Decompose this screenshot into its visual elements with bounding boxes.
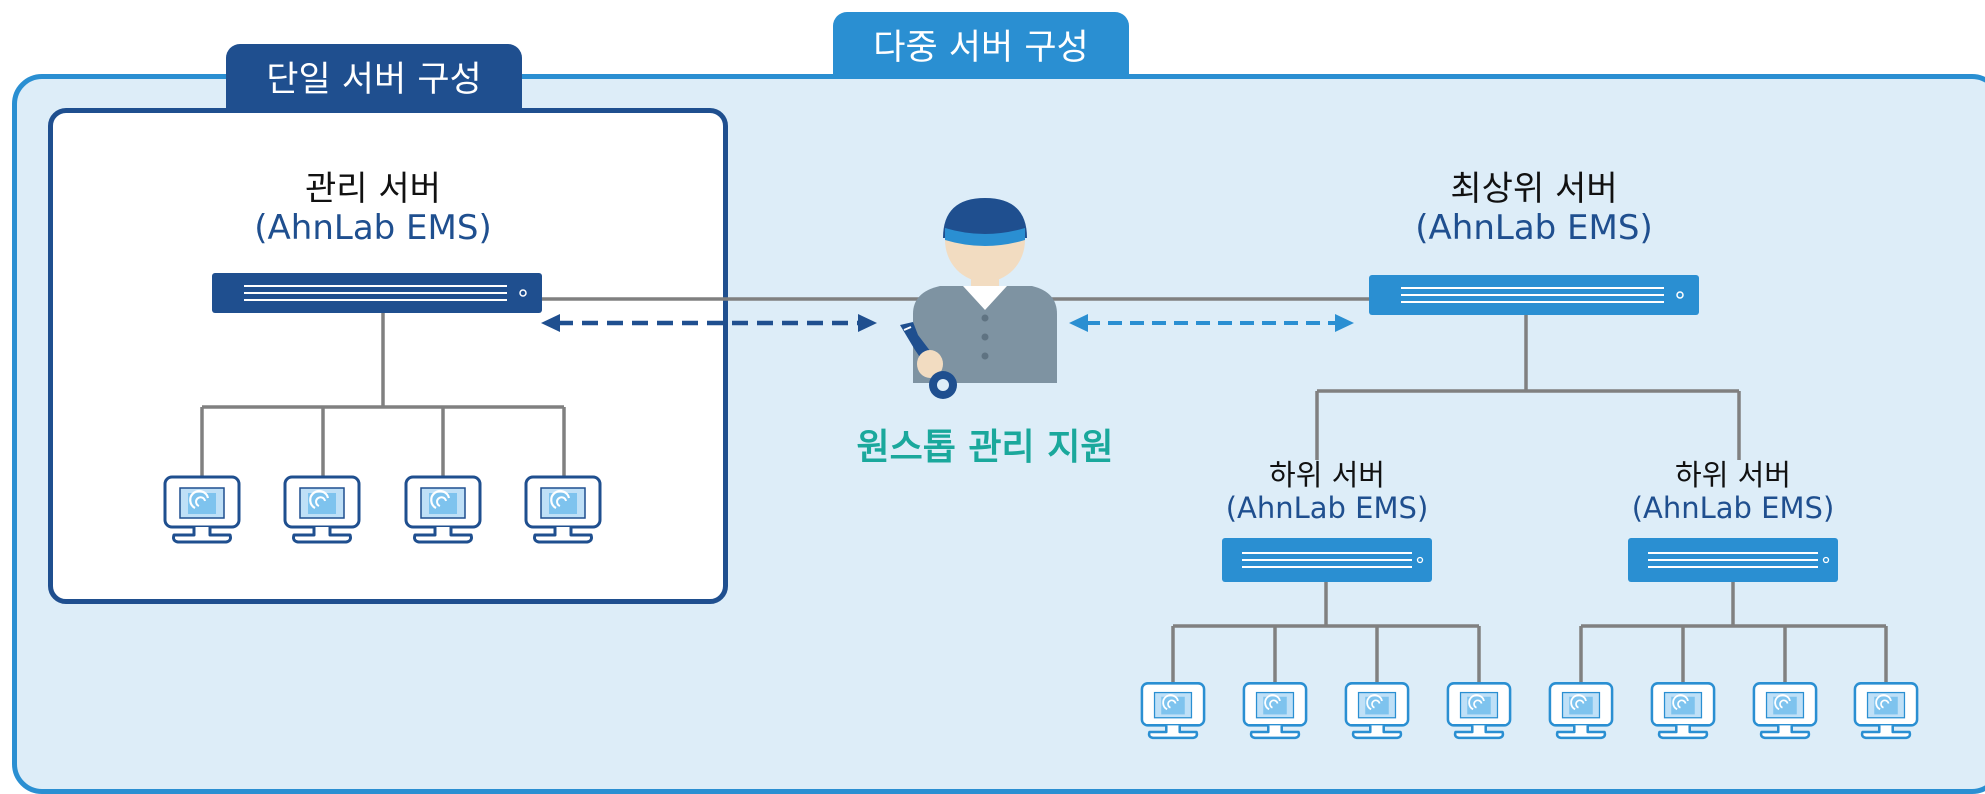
sub-server-left [1221, 537, 1433, 583]
client-monitor-icon [1752, 682, 1818, 740]
client-monitor-icon [1140, 682, 1206, 740]
client-monitor-icon [1650, 682, 1716, 740]
multi-server-tab: 다중 서버 구성 [833, 12, 1129, 76]
client-monitor-icon [163, 475, 241, 544]
technician-icon [900, 198, 1057, 399]
multi-tree-lines [1171, 313, 1888, 684]
sub-server-product: (AhnLab EMS) [1631, 491, 1835, 526]
sub-server-right [1627, 537, 1839, 583]
client-monitor-icon [1242, 682, 1308, 740]
management-server-label: 관리 서버 (AhnLab EMS) [208, 169, 538, 249]
sub-server-product: (AhnLab EMS) [1225, 491, 1429, 526]
client-monitor-icon [283, 475, 361, 544]
single-tree-lines [200, 311, 566, 478]
arrow-right-dashed [1069, 314, 1354, 332]
sub-server-title: 하위 서버 [1675, 458, 1791, 492]
sub-server-right-label: 하위 서버 (AhnLab EMS) [1578, 458, 1888, 526]
client-monitor-icon [1446, 682, 1512, 740]
top-server-label: 최상위 서버 (AhnLab EMS) [1369, 169, 1699, 249]
sub-left-clients [1140, 682, 1512, 740]
client-monitor-icon [1853, 682, 1919, 740]
single-server-panel [48, 108, 728, 604]
management-server-product: (AhnLab EMS) [254, 208, 492, 249]
management-server-title: 관리 서버 [305, 169, 441, 209]
sub-server-title: 하위 서버 [1269, 458, 1385, 492]
client-monitor-icon [524, 475, 602, 544]
arrow-left-dashed [541, 314, 877, 332]
single-management-server [211, 272, 543, 314]
client-monitor-icon [1344, 682, 1410, 740]
top-server-product: (AhnLab EMS) [1415, 208, 1653, 249]
single-server-tab: 단일 서버 구성 [226, 44, 522, 108]
client-monitor-icon [1548, 682, 1614, 740]
single-clients [163, 475, 602, 544]
sub-right-clients [1548, 682, 1919, 740]
top-server [1368, 274, 1700, 316]
sub-server-left-label: 하위 서버 (AhnLab EMS) [1172, 458, 1482, 526]
client-monitor-icon [404, 475, 482, 544]
top-server-title: 최상위 서버 [1450, 169, 1618, 209]
one-stop-admin-label: 원스톱 관리 지원 [856, 427, 1114, 468]
